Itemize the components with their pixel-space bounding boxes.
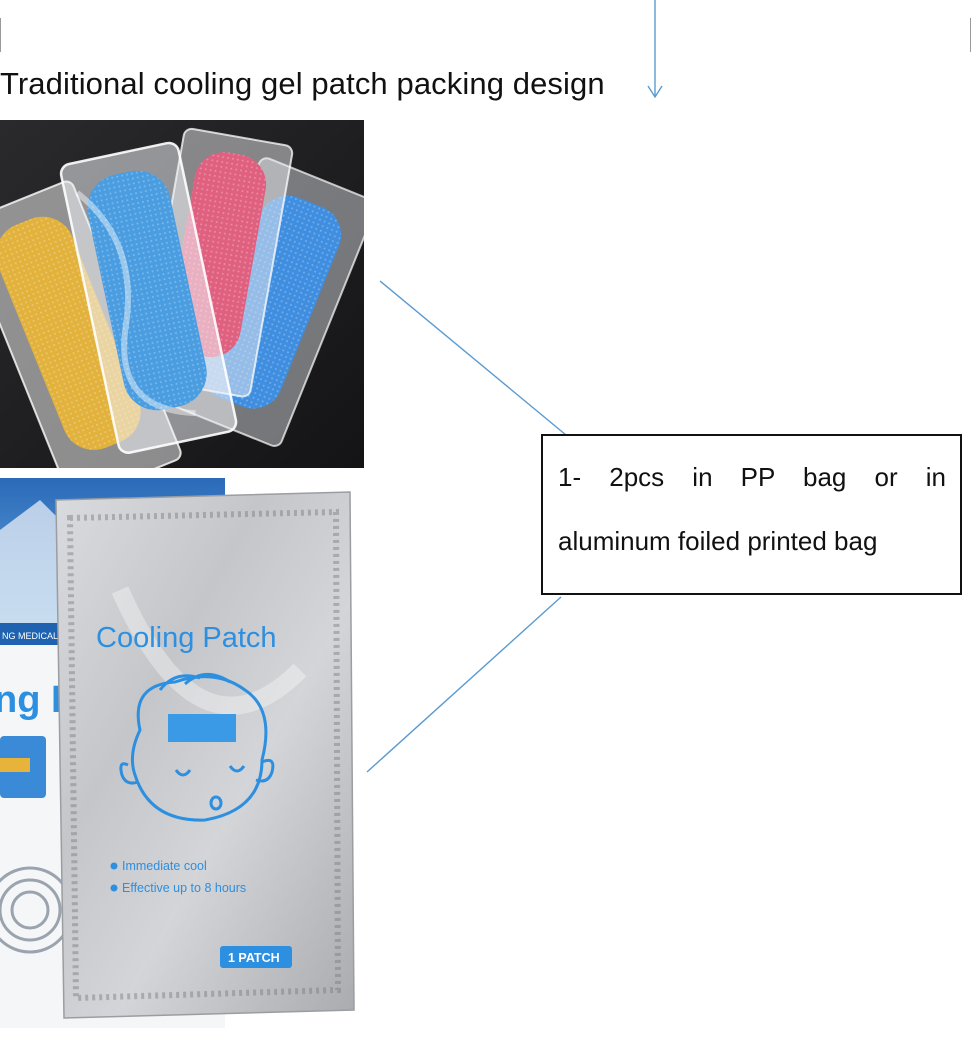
right-edge-mark [970, 18, 971, 52]
left-edge-mark [0, 18, 1, 52]
sachet-bullet-1: Immediate cool [122, 859, 207, 873]
sachet-heading: Cooling Patch [96, 622, 277, 654]
pp-bag-blue-center [59, 141, 238, 455]
patch-count-label: 1 PATCH [228, 951, 280, 965]
callout-box: 1- 2pcs in PP bag or in aluminum foiled … [541, 434, 962, 595]
pp-bag-illustration [0, 120, 364, 468]
sachet-bullet-2: Effective up to 8 hours [122, 881, 246, 895]
arrow-down-icon [647, 85, 663, 99]
callout-line-1: 1- 2pcs in PP bag or in [558, 462, 946, 492]
box-strip-text: NG MEDICAL [2, 631, 58, 641]
child-face-icon [119, 673, 275, 822]
cooling-patch-graphic [168, 714, 236, 742]
page-title: Traditional cooling gel patch packing de… [0, 66, 605, 101]
foil-sachet: Cooling Patch Immediate cool Effective u… [55, 491, 355, 1019]
aluminum-bag-photo: NG MEDICAL ng P Cooling Patch [0, 470, 356, 1030]
connector-line-top [379, 280, 567, 436]
pp-bag-photo [0, 120, 364, 468]
aluminum-bag-illustration: NG MEDICAL ng P Cooling Patch [0, 478, 355, 1028]
patch-count-badge [220, 946, 292, 968]
connector-line-bottom [366, 596, 562, 773]
callout-line-2: aluminum foiled printed bag [558, 526, 878, 556]
